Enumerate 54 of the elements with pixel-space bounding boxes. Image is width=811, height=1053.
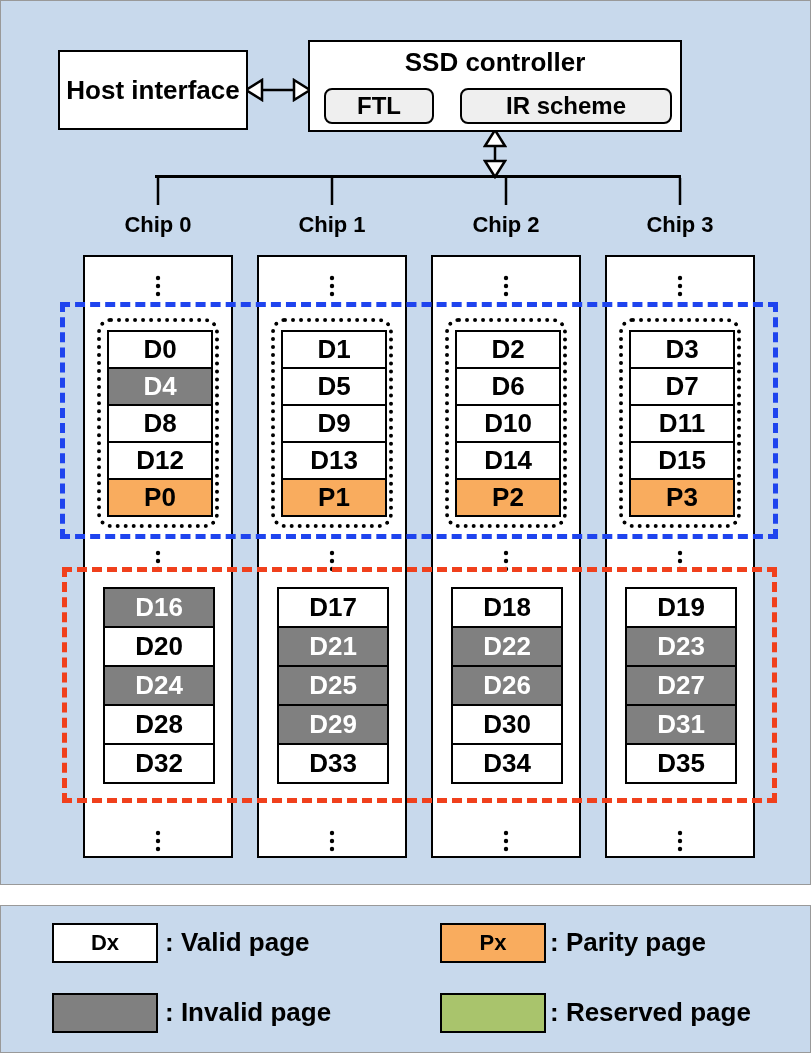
invalid-page: D27 — [625, 665, 737, 706]
module-box: FTL — [324, 88, 434, 124]
valid-page: D5 — [281, 367, 387, 406]
stripe-outline — [445, 318, 567, 528]
host-interface-box: Host interface — [58, 50, 248, 130]
connector-line — [504, 178, 508, 205]
stripe-outline — [619, 318, 741, 528]
valid-page: D6 — [455, 367, 561, 406]
connector-line — [330, 178, 334, 205]
chip-label: Chip 2 — [471, 210, 541, 239]
connector-line — [678, 178, 682, 205]
invalid-page: D23 — [625, 626, 737, 667]
chip-label: Chip 1 — [297, 210, 367, 239]
invalid-page: D24 — [103, 665, 215, 706]
parity-page: P3 — [629, 478, 735, 517]
valid-page: D3 — [629, 330, 735, 369]
parity-page: P0 — [107, 478, 213, 517]
valid-page: D2 — [455, 330, 561, 369]
connector-line — [156, 178, 160, 205]
legend-text: : Invalid page — [165, 997, 332, 1028]
valid-page: D11 — [629, 404, 735, 443]
invalid-page: D26 — [451, 665, 563, 706]
parity-page: P2 — [455, 478, 561, 517]
controller-title: SSD controller — [403, 45, 587, 79]
invalid-page: D22 — [451, 626, 563, 667]
valid-page: D14 — [455, 441, 561, 480]
invalid-page: D25 — [277, 665, 389, 706]
module-box: IR scheme — [460, 88, 672, 124]
legend-text: : Reserved page — [550, 997, 751, 1028]
bus-line — [155, 175, 681, 178]
valid-page: D1 — [281, 330, 387, 369]
chip-label: Chip 3 — [645, 210, 715, 239]
invalid-page: D31 — [625, 704, 737, 745]
swatch-label: Dx — [89, 928, 121, 957]
legend-text: : Valid page — [165, 927, 310, 958]
chip-label: Chip 0 — [123, 210, 193, 239]
stripe-outline — [271, 318, 393, 528]
valid-page: D9 — [281, 404, 387, 443]
valid-page: D10 — [455, 404, 561, 443]
controller-box — [308, 40, 682, 132]
invalid-page: D29 — [277, 704, 389, 745]
swatch-label: Px — [478, 928, 508, 957]
stripe-outline — [97, 318, 219, 528]
invalid-page: D16 — [103, 587, 215, 628]
valid-page: D15 — [629, 441, 735, 480]
legend-text: : Parity page — [550, 927, 707, 958]
invalid-page: D21 — [277, 626, 389, 667]
valid-page: D7 — [629, 367, 735, 406]
valid-page: D12 — [107, 441, 213, 480]
valid-page: D13 — [281, 441, 387, 480]
valid-page: D0 — [107, 330, 213, 369]
invalid-page: D4 — [107, 367, 213, 406]
parity-page: P1 — [281, 478, 387, 517]
valid-page: D8 — [107, 404, 213, 443]
